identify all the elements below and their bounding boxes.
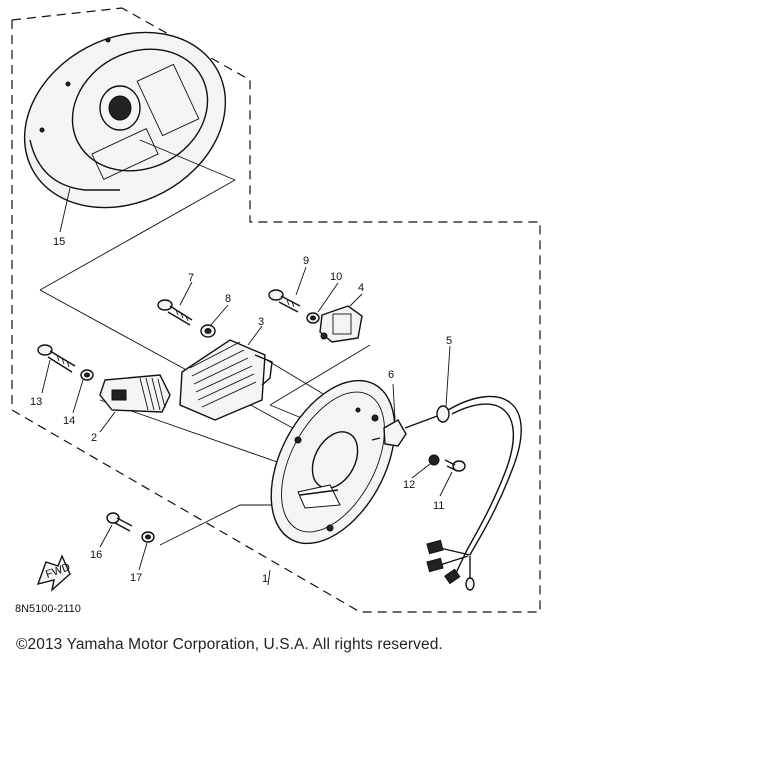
pickup-coil[interactable] [99, 374, 171, 413]
callout-15: 15 [53, 236, 65, 248]
screw-13[interactable] [37, 344, 76, 373]
callout-1: 1 [262, 573, 268, 585]
washer-10[interactable] [306, 312, 320, 324]
washer-8[interactable] [200, 324, 216, 338]
screw-16[interactable] [106, 512, 133, 532]
callout-8: 8 [225, 293, 231, 305]
grommet-clamp[interactable] [371, 419, 407, 447]
callout-13: 13 [30, 396, 42, 408]
callout-12: 12 [403, 479, 415, 491]
fwd-arrow-icon: FWD [36, 554, 72, 592]
callout-6: 6 [388, 369, 394, 381]
screw-11[interactable] [444, 459, 466, 472]
small-pickup[interactable] [319, 305, 363, 343]
callout-3: 3 [258, 316, 264, 328]
washer-17[interactable] [141, 531, 155, 543]
assembly-boundary-top [11, 7, 123, 21]
callout-4: 4 [358, 282, 364, 294]
callout-10: 10 [330, 271, 342, 283]
callouts: 1 2 3 4 5 6 7 8 9 10 11 12 13 14 15 16 1… [30, 236, 452, 585]
parts-diagram: FWD 1 2 3 4 5 6 7 8 9 10 11 12 13 14 15 … [0, 0, 541, 615]
callout-16: 16 [90, 549, 102, 561]
stator-plate[interactable] [246, 360, 420, 564]
callout-5: 5 [446, 335, 452, 347]
callout-9: 9 [303, 255, 309, 267]
screw-7[interactable] [157, 299, 193, 326]
callout-2: 2 [91, 432, 97, 444]
washer-12[interactable] [428, 454, 440, 466]
assembly-boundary [11, 7, 541, 613]
callout-14: 14 [63, 415, 75, 427]
callout-17: 17 [130, 572, 142, 584]
diagram-code: 8N5100-2110 [15, 603, 81, 615]
leader-lines [41, 266, 453, 586]
lead-wire[interactable] [404, 395, 522, 591]
callout-11: 11 [433, 500, 444, 512]
screw-9[interactable] [268, 289, 301, 313]
coil[interactable] [179, 339, 273, 421]
washer-14[interactable] [80, 369, 94, 381]
leader-15 [59, 187, 71, 233]
callout-7: 7 [188, 272, 194, 284]
copyright-notice: ©2013 Yamaha Motor Corporation, U.S.A. A… [16, 636, 443, 653]
flywheel-rotor[interactable] [0, 0, 256, 242]
